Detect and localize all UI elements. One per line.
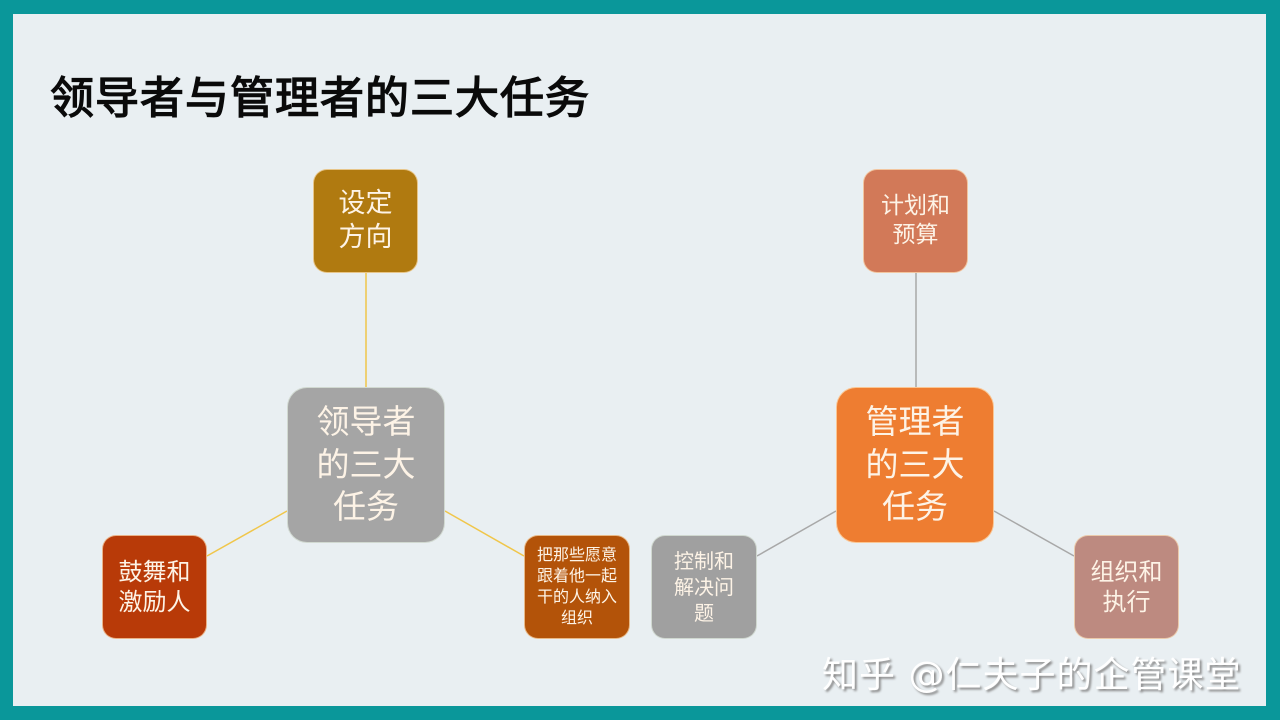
leader-connector-right [444,510,525,557]
node-text: 把那些愿意 [536,545,617,565]
node-text: 鼓舞和 [118,558,191,586]
leader-connector-left [206,510,288,557]
slide-panel [13,14,1266,706]
node-text: 预算 [892,222,939,248]
manager-right-node-organize-execute: 组织和 执行 [1074,535,1179,639]
manager-left-node-control-solve: 控制和 解决问 题 [651,535,757,639]
slide-title: 领导者与管理者的三大任务 [50,73,590,124]
watermark: 知乎 @仁夫子的企管课堂 [822,655,1242,696]
manager-center-node: 管理者 的三大 任务 [836,387,994,543]
leader-left-node-inspire: 鼓舞和 激励人 [102,535,207,639]
node-text: 组织和 [1090,558,1163,586]
node-text: 的三大 [865,444,965,484]
leader-right-node-align-people: 把那些愿意 跟着他一起 干的人纳入 组织 [524,535,630,639]
node-text: 计划和 [881,193,950,220]
node-text: 方向 [338,222,393,253]
node-text: 题 [694,601,714,625]
manager-top-node-plan-budget: 计划和 预算 [863,169,968,273]
manager-connector-left [756,510,837,557]
manager-connector-right [993,510,1075,557]
node-text: 设定 [338,188,393,220]
node-text: 领导者 [316,401,416,441]
node-text: 组织 [560,607,593,627]
node-text: 的三大 [316,444,416,484]
node-text: 任务 [882,487,948,527]
node-text: 干的人纳入 [536,587,617,606]
node-text: 解决问 [674,575,734,599]
node-text: 激励人 [118,588,191,616]
node-text: 执行 [1102,588,1151,616]
node-text: 管理者 [865,401,965,441]
node-text: 控制和 [674,549,734,573]
leader-top-node-set-direction: 设定 方向 [313,169,418,273]
node-text: 跟着他一起 [536,566,617,586]
node-text: 任务 [333,487,399,527]
leader-center-node: 领导者 的三大 任务 [287,387,445,543]
